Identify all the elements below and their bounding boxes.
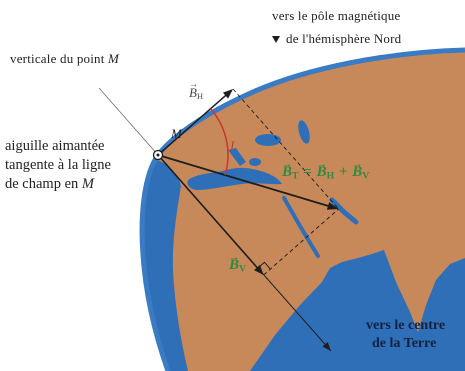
vertical-component-symbol: B bbox=[229, 252, 240, 273]
earth-center-label-line1: vers le centre bbox=[366, 318, 446, 333]
black-sea bbox=[255, 134, 281, 146]
vertical-label: verticale du point M bbox=[10, 52, 119, 65]
vertical-component-subscript: V bbox=[239, 263, 247, 275]
dashed-line-horizontal-to-total bbox=[232, 88, 339, 210]
equals-sign: = bbox=[303, 164, 312, 180]
needle-label-line3-text: de champ en bbox=[5, 176, 82, 192]
vertical-component-label: BV bbox=[229, 252, 247, 275]
inclination-label: I bbox=[230, 138, 235, 153]
plus-sign: + bbox=[338, 164, 348, 180]
horizontal-component-label: BH bbox=[189, 81, 204, 102]
caspian-sea bbox=[298, 120, 310, 144]
horizontal-component-subscript: H bbox=[196, 91, 204, 102]
equation-vertical-term: BV bbox=[352, 159, 370, 182]
equation-vertical-symbol: B bbox=[352, 159, 363, 180]
adriatic-sea bbox=[228, 148, 246, 166]
red-sea bbox=[282, 196, 320, 258]
total-field-vector-label: BT bbox=[282, 159, 299, 182]
needle-label-line2: tangente à la ligne bbox=[5, 157, 111, 173]
horizontal-component-vector bbox=[157, 92, 229, 156]
vertical-label-text: verticale du point bbox=[10, 51, 109, 66]
needle-label: aiguille aimantée tangente à la ligne de… bbox=[5, 139, 111, 196]
vertical-label-point: M bbox=[108, 51, 120, 66]
earth-center-label-line2: de la Terre bbox=[372, 336, 437, 351]
earth-center-label: vers le centre de la Terre bbox=[366, 319, 445, 351]
point-m-label: M bbox=[171, 126, 182, 141]
needle-pivot-dot bbox=[156, 153, 160, 157]
vertical-component-vector bbox=[157, 154, 259, 270]
horizontal-component-symbol: B bbox=[189, 81, 198, 99]
equation-horizontal-subscript: H bbox=[326, 170, 335, 182]
field-sum-equation: BT = BH + BV bbox=[282, 159, 370, 182]
equation-horizontal-term: BH bbox=[316, 159, 335, 182]
north-pole-label-line2: de l'hémisphère Nord bbox=[286, 31, 402, 46]
needle-label-line3: de champ en M bbox=[5, 177, 111, 196]
equation-horizontal-symbol: B bbox=[316, 159, 327, 180]
total-field-vector bbox=[157, 154, 331, 208]
needle-label-line1: aiguille aimantée bbox=[5, 138, 105, 154]
north-pole-label: vers le pôle magnétique de l'hémisphère … bbox=[272, 9, 401, 45]
indian-ocean bbox=[250, 250, 465, 371]
vertical-component-vector-symbol: BV bbox=[229, 252, 247, 275]
aegean-sea bbox=[249, 158, 261, 166]
total-field-subscript: T bbox=[292, 170, 299, 182]
globe-rim bbox=[139, 47, 465, 371]
persian-gulf bbox=[329, 197, 359, 225]
center-direction-arrowhead bbox=[322, 342, 331, 351]
equation-vertical-subscript: V bbox=[362, 170, 370, 182]
total-field-symbol: B bbox=[282, 159, 293, 180]
inclination-angle-arc bbox=[210, 108, 229, 176]
north-pole-label-line1: vers le pôle magnétique bbox=[272, 8, 401, 23]
horizontal-component-arrowhead bbox=[222, 89, 233, 99]
horizontal-component-vector-symbol: BH bbox=[189, 81, 204, 102]
needle-label-line3-point: M bbox=[81, 176, 94, 192]
vertical-component-arrowhead bbox=[254, 264, 264, 275]
vertical-line-up bbox=[98, 87, 159, 156]
north-pole-arrow-marker bbox=[272, 36, 280, 43]
total-field-arrowhead bbox=[326, 202, 339, 210]
dashed-line-vertical-to-total bbox=[263, 208, 339, 276]
